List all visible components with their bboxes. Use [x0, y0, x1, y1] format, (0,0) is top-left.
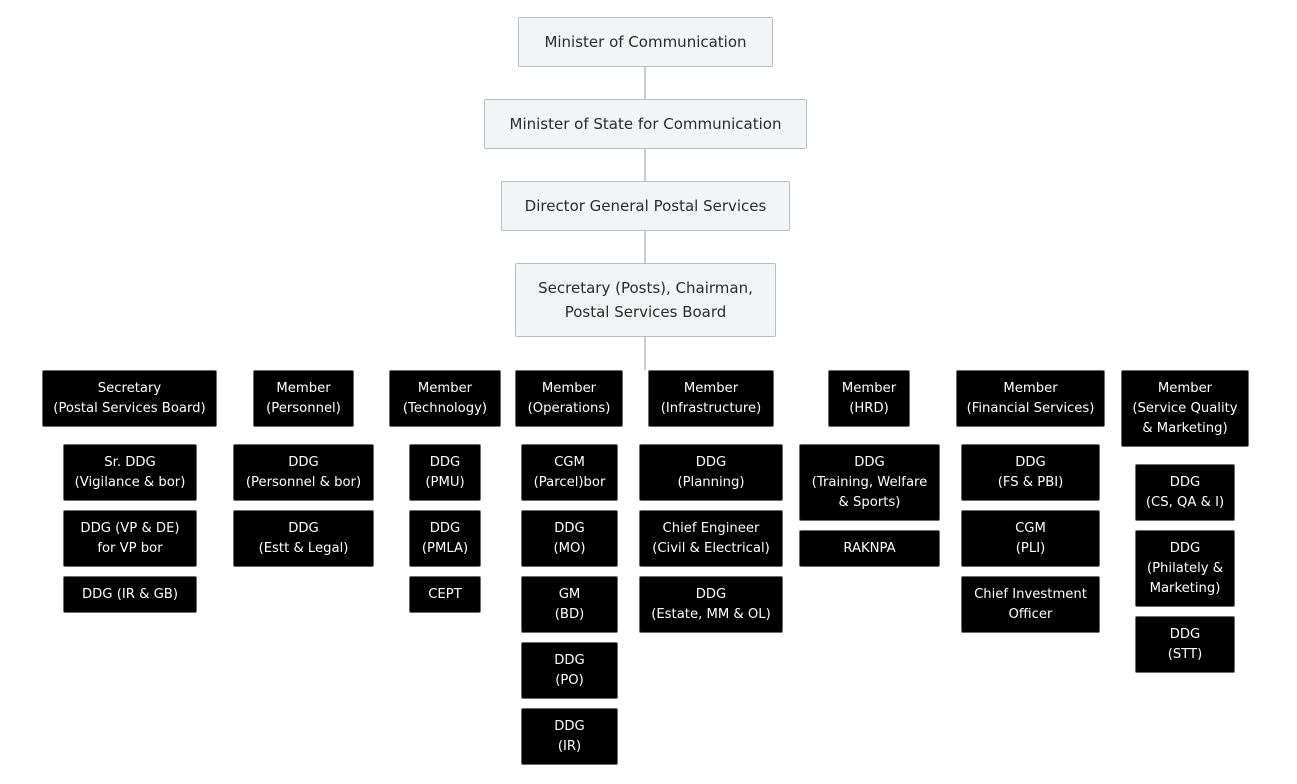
sub-unit-box: DDG (PMU) — [409, 444, 481, 501]
sub-unit-box: DDG (Training, Welfare & Sports) — [799, 444, 940, 521]
member-head-technology: Member (Technology) — [389, 370, 501, 427]
sub-unit-box: DDG (PO) — [521, 642, 618, 699]
member-head-secretary-psb: Secretary (Postal Services Board) — [42, 370, 217, 427]
sub-unit-box: RAKNPA — [799, 530, 940, 567]
member-head-operations: Member (Operations) — [515, 370, 623, 427]
member-head-personnel: Member (Personnel) — [253, 370, 354, 427]
minister-of-state-box: Minister of State for Communication — [484, 99, 807, 149]
sub-unit-box: DDG (Estt & Legal) — [233, 510, 374, 567]
sub-unit-box: CGM (PLI) — [961, 510, 1100, 567]
sub-unit-box: DDG (Philately & Marketing) — [1135, 530, 1235, 607]
sub-unit-box: DDG (IR) — [521, 708, 618, 765]
member-head-hrd: Member (HRD) — [828, 370, 910, 427]
sub-unit-box: DDG (CS, QA & I) — [1135, 464, 1235, 521]
sub-unit-box: DDG (Estate, MM & OL) — [639, 576, 783, 633]
sub-unit-box: Chief Investment Officer — [961, 576, 1100, 633]
sub-unit-box: DDG (IR & GB) — [63, 576, 197, 613]
minister-of-communication-box: Minister of Communication — [518, 17, 773, 67]
sub-unit-box: CEPT — [409, 576, 481, 613]
member-head-financial-services: Member (Financial Services) — [956, 370, 1105, 427]
sub-unit-box: DDG (FS & PBI) — [961, 444, 1100, 501]
sub-unit-box: DDG (VP & DE) for VP bor — [63, 510, 197, 567]
sub-unit-box: DDG (PMLA) — [409, 510, 481, 567]
sub-unit-box: DDG (Planning) — [639, 444, 783, 501]
sub-unit-box: DDG (STT) — [1135, 616, 1235, 673]
sub-unit-box: Sr. DDG (Vigilance & bor) — [63, 444, 197, 501]
secretary-chairman-box: Secretary (Posts), Chairman, Postal Serv… — [515, 263, 776, 337]
sub-unit-box: DDG (Personnel & bor) — [233, 444, 374, 501]
sub-unit-box: DDG (MO) — [521, 510, 618, 567]
director-general-box: Director General Postal Services — [501, 181, 790, 231]
member-head-service-quality-marketing: Member (Service Quality & Marketing) — [1121, 370, 1249, 447]
sub-unit-box: Chief Engineer (Civil & Electrical) — [639, 510, 783, 567]
sub-unit-box: GM (BD) — [521, 576, 618, 633]
member-head-infrastructure: Member (Infrastructure) — [648, 370, 774, 427]
sub-unit-box: CGM (Parcel)bor — [521, 444, 618, 501]
